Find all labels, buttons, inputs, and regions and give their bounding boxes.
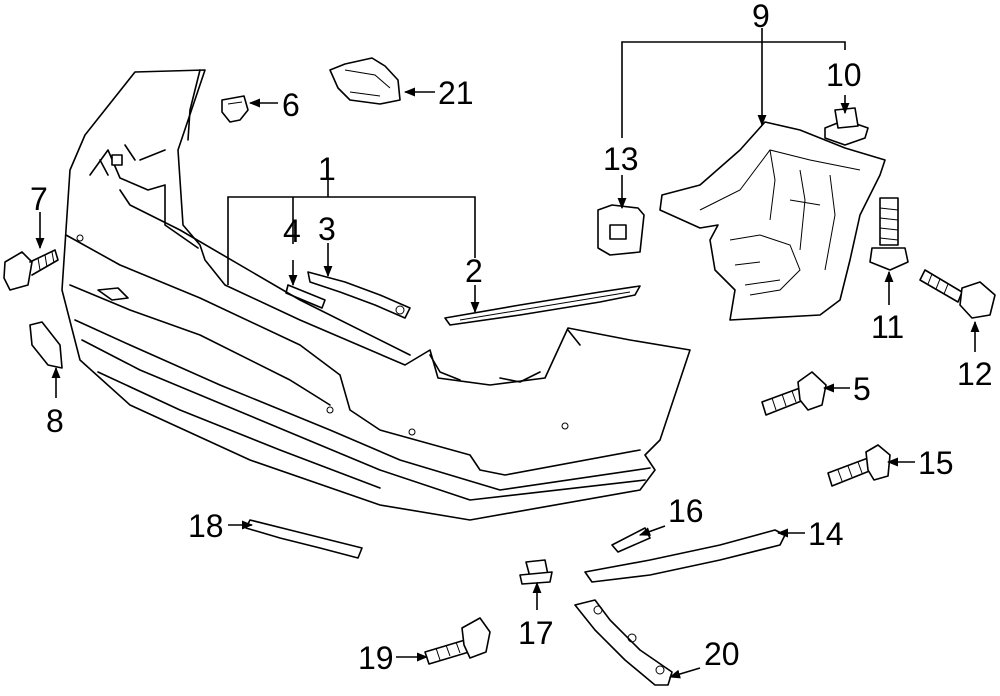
leader-lines [35,28,980,679]
angled-bolt-illustration [919,269,996,319]
bolt-illustration-19 [424,617,491,665]
small-strip-illustration [285,284,326,309]
callout-16: 16 [668,493,704,529]
callout-5: 5 [853,371,871,407]
callout-19: 19 [358,640,394,676]
callout-9: 9 [752,0,770,34]
lower-trim-strip-illustration [584,529,786,583]
callout-6: 6 [282,87,300,123]
push-clip-illustration [221,95,249,123]
bolt-illustration-15 [827,444,891,487]
callout-21: 21 [438,75,474,111]
callout-13: 13 [603,141,639,177]
small-trim-illustration [611,527,651,553]
retainer-nut-illustration [597,204,645,256]
vertical-bolt-illustration [869,197,909,271]
callout-20: 20 [704,636,740,672]
callout-11: 11 [871,309,904,345]
callout-17: 17 [518,615,554,651]
lower-bracket-illustration [574,599,673,686]
rivet-clip-illustration [519,559,553,585]
left-lower-strip-illustration [245,519,363,559]
callout-7: 7 [30,181,48,217]
callout-12: 12 [957,356,993,392]
callout-10: 10 [826,57,862,93]
callout-8: 8 [46,403,64,439]
bolt-illustration [761,371,827,416]
callout-labels: 1 2 3 4 5 6 7 8 9 10 11 12 13 14 15 16 1… [30,0,993,676]
bumper-support-bracket-illustration [659,121,886,321]
screw-illustration [3,249,59,291]
side-bracket-illustration [29,321,63,369]
callout-2: 2 [465,253,483,289]
callout-4: 4 [283,213,301,249]
callout-14: 14 [808,516,844,552]
sensor-bracket-illustration [329,57,401,105]
callout-1: 1 [318,151,336,187]
callout-18: 18 [188,508,224,544]
reflector-strip-illustration [444,285,641,326]
bumper-cover-illustration [61,69,691,521]
flange-nut-illustration [824,107,869,146]
callout-15: 15 [918,445,954,481]
bracket-strip-illustration [307,271,411,319]
callout-3: 3 [318,211,336,247]
